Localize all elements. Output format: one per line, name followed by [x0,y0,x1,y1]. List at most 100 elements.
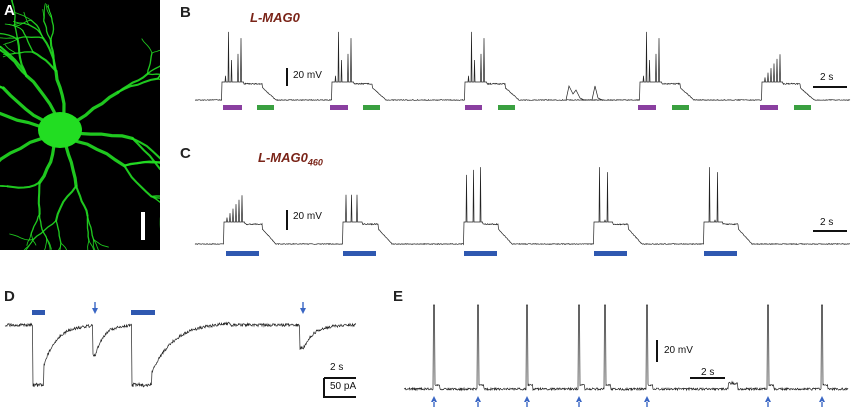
dendrite [161,208,164,227]
stimulus-bar-violet [465,105,482,110]
dendrite [183,197,200,216]
panel-c-stim-bars [226,251,737,256]
dendrite [166,174,179,213]
dendrite [197,188,199,215]
dendrite [200,177,221,179]
dendrite [186,172,204,175]
scale-bars [287,68,847,397]
dendrite [174,62,190,76]
stimulus-bar-violet [223,105,242,110]
panel-b-stim-bars [223,105,811,110]
stimulus-bar-violet [760,105,778,110]
dendrite [168,170,169,200]
stimulus-bar-green [498,105,515,110]
stimulus-bar-blue [594,251,627,256]
dendrite [169,199,182,217]
dendrite [197,188,209,201]
dendrite [169,170,196,188]
arrow-up-icon [475,396,481,407]
dendrite [160,208,162,228]
dendrite [191,140,205,150]
dendrite [168,44,184,56]
dendrite [183,197,200,210]
stimulus-bar-violet [330,105,348,110]
stimulus-bar-green [794,105,811,110]
dendrite [181,184,194,196]
dendrite [168,43,175,56]
dendrite [151,195,181,197]
dendrite [190,149,215,152]
dendrite [192,124,200,142]
arrow-up-icon [819,396,825,407]
panel-d-scale-lines [324,378,356,397]
dendrite [174,76,188,82]
dendrite [192,139,212,142]
dendrite [167,150,191,160]
arrow-up-icon [431,396,437,407]
arrow-up-icon [765,396,771,407]
dendrite [179,203,183,220]
dendrite [186,69,205,79]
dendrite [169,213,179,241]
dendrite [0,38,19,39]
dendrite [165,29,172,52]
dendrite [172,38,188,51]
neuron-image [0,0,220,259]
arrow-down-icon [92,302,98,314]
current-trace [5,322,356,387]
dendrite [171,47,188,59]
panel-e-trace [404,305,848,407]
stimulus-bar-blue [704,251,737,256]
panel-d-trace [5,302,356,387]
dendrite [162,37,168,55]
dendrite [171,52,193,59]
dendrite [197,188,216,190]
image-scale-bar [141,212,145,240]
voltage-trace [195,32,850,101]
stimulus-bar-blue [131,310,155,315]
dendrite [186,80,202,83]
dendrite [181,195,200,203]
voltage-trace [195,167,850,244]
dendrite [178,214,193,231]
dendrite [186,80,208,89]
stimulus-bar-violet [638,105,656,110]
dendrite [162,163,186,172]
dendrite [158,79,187,81]
dendrite [172,27,179,52]
dendrite [181,191,205,195]
stimulus-bar-green [672,105,689,110]
dendrite [186,173,206,178]
stimulus-bar-green [257,105,274,110]
dendrite [179,200,197,203]
dendrite [169,170,183,197]
stimulus-bar-blue [32,310,45,315]
dendrite [167,143,192,161]
dendrite [169,199,177,214]
dendrite [191,137,204,150]
dendrite [171,54,190,59]
dendrite [162,174,166,208]
panel-b-trace [195,32,850,101]
dendrite [190,136,206,152]
arrow-up-icon [524,396,530,407]
panel-label-a: A [4,2,15,19]
dendrite [39,182,40,214]
dendrite [200,176,220,181]
arrow-up-icon [576,396,582,407]
dendrite [166,174,200,179]
dendrite [190,130,200,152]
dendrite [162,152,190,164]
stimulus-bar-blue [343,251,376,256]
dendrite [178,214,196,231]
stimulus-bar-blue [464,251,497,256]
dendrite [179,213,203,233]
soma [38,112,82,148]
stimulus-bar-blue [226,251,259,256]
arrow-up-icon [644,396,650,407]
voltage-trace [404,305,848,390]
stimulus-bar-green [363,105,380,110]
voltage-deflection [566,86,602,100]
arrow-down-icon [300,302,306,314]
